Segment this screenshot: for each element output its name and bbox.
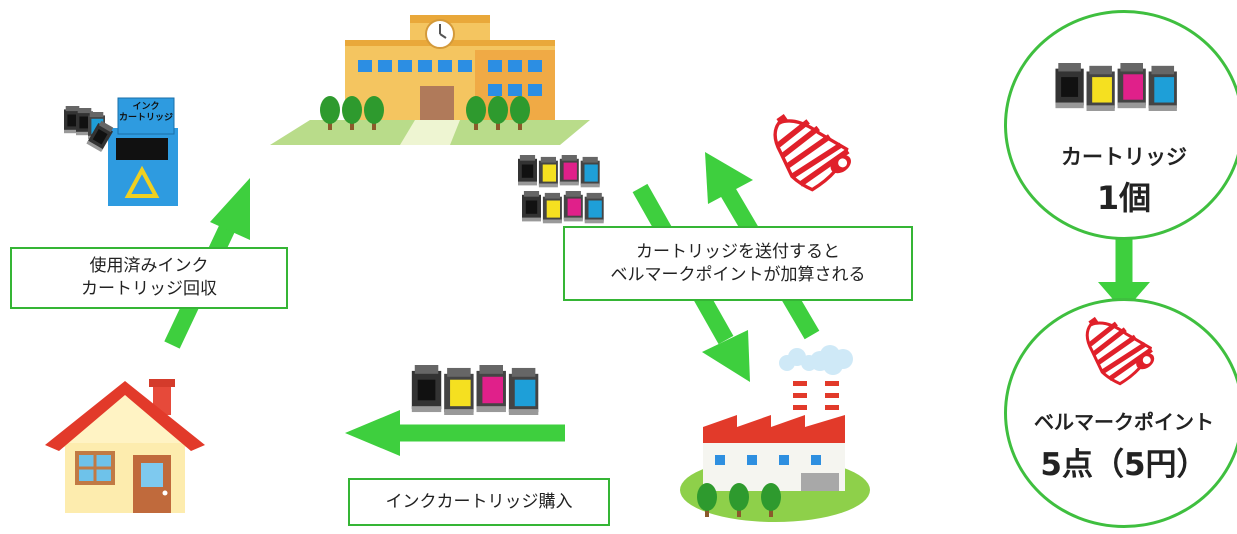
bellmark-circle: ベルマークポイント 5点（5円）	[1004, 298, 1237, 528]
send-label: カートリッジを送付すると ベルマークポイントが加算される	[563, 226, 913, 301]
cartridges-set-icon	[1049, 63, 1189, 111]
cartridge-unit-circle: カートリッジ 1個	[1004, 10, 1237, 240]
arrow-convert	[1098, 237, 1150, 312]
box-sign-text: インク カートリッジ	[118, 102, 173, 123]
recycle-box-illustration: インク カートリッジ	[60, 97, 185, 208]
collect-label: 使用済みインク カートリッジ回収	[10, 247, 288, 309]
house-icon	[45, 379, 205, 513]
factory-icon	[680, 345, 870, 522]
school-icon	[270, 15, 590, 145]
buy-label: インクカートリッジ購入	[348, 478, 610, 526]
bell-icon	[1083, 309, 1153, 384]
unit-count: 1個	[1096, 179, 1152, 217]
bellmark-value: 5点（5円）	[1040, 447, 1208, 483]
arrow-buy	[345, 410, 565, 456]
bellmark-label: ベルマークポイント	[1034, 410, 1214, 434]
unit-label: カートリッジ	[1061, 145, 1187, 169]
